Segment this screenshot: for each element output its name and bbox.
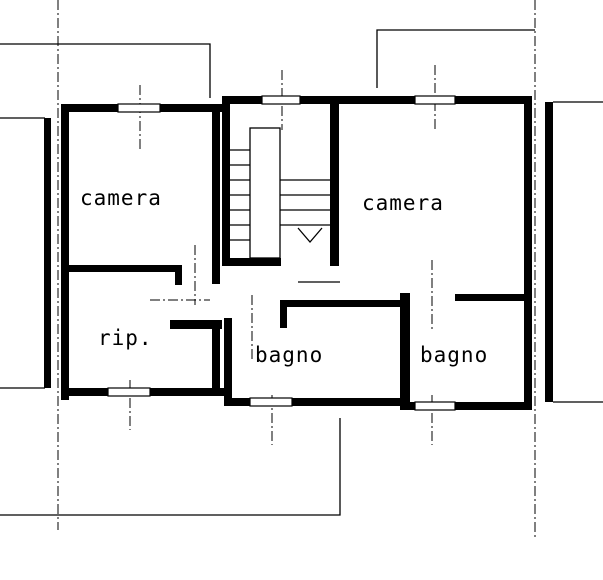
grid-axes [57, 0, 536, 540]
room-label-bagno-center: bagno [255, 343, 323, 367]
room-label-ripostiglio: rip. [98, 326, 153, 350]
staircase [230, 127, 340, 283]
windows [107, 95, 456, 411]
walls [44, 96, 553, 410]
room-label-camera-right: camera [362, 191, 444, 215]
site-outline [0, 29, 603, 516]
room-label-bagno-right: bagno [420, 343, 488, 367]
room-label-camera-left: camera [80, 186, 162, 210]
